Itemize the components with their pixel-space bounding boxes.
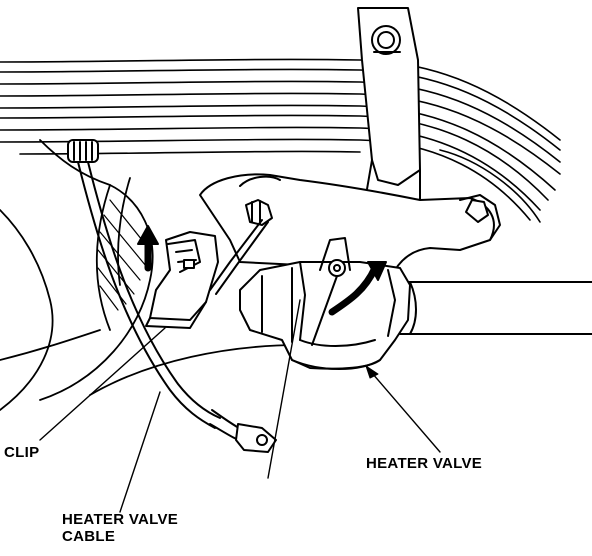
label-heater-valve-cable-line1: HEATER VALVE [62, 511, 179, 528]
leader-lines [39, 299, 441, 513]
label-clip: CLIP [4, 444, 40, 461]
label-heater-valve-cable: HEATER VALVE CABLE [62, 511, 178, 545]
valve-mount-plate [199, 173, 501, 271]
up-arrow [137, 225, 159, 272]
leader-arrowhead-valve [365, 365, 379, 379]
heater-valve-body [239, 261, 411, 370]
label-heater-valve-cable-line2: CABLE [62, 528, 116, 545]
cable-clip [145, 231, 219, 329]
cable-end-fitting [209, 199, 273, 295]
heater-tube [399, 281, 592, 335]
heater-valve-cable [67, 139, 277, 453]
valve-lever [311, 237, 351, 346]
background-pipes [0, 58, 561, 223]
rotation-arrow [328, 261, 387, 316]
label-heater-valve: HEATER VALVE [366, 455, 483, 472]
mounting-bracket [357, 7, 421, 201]
